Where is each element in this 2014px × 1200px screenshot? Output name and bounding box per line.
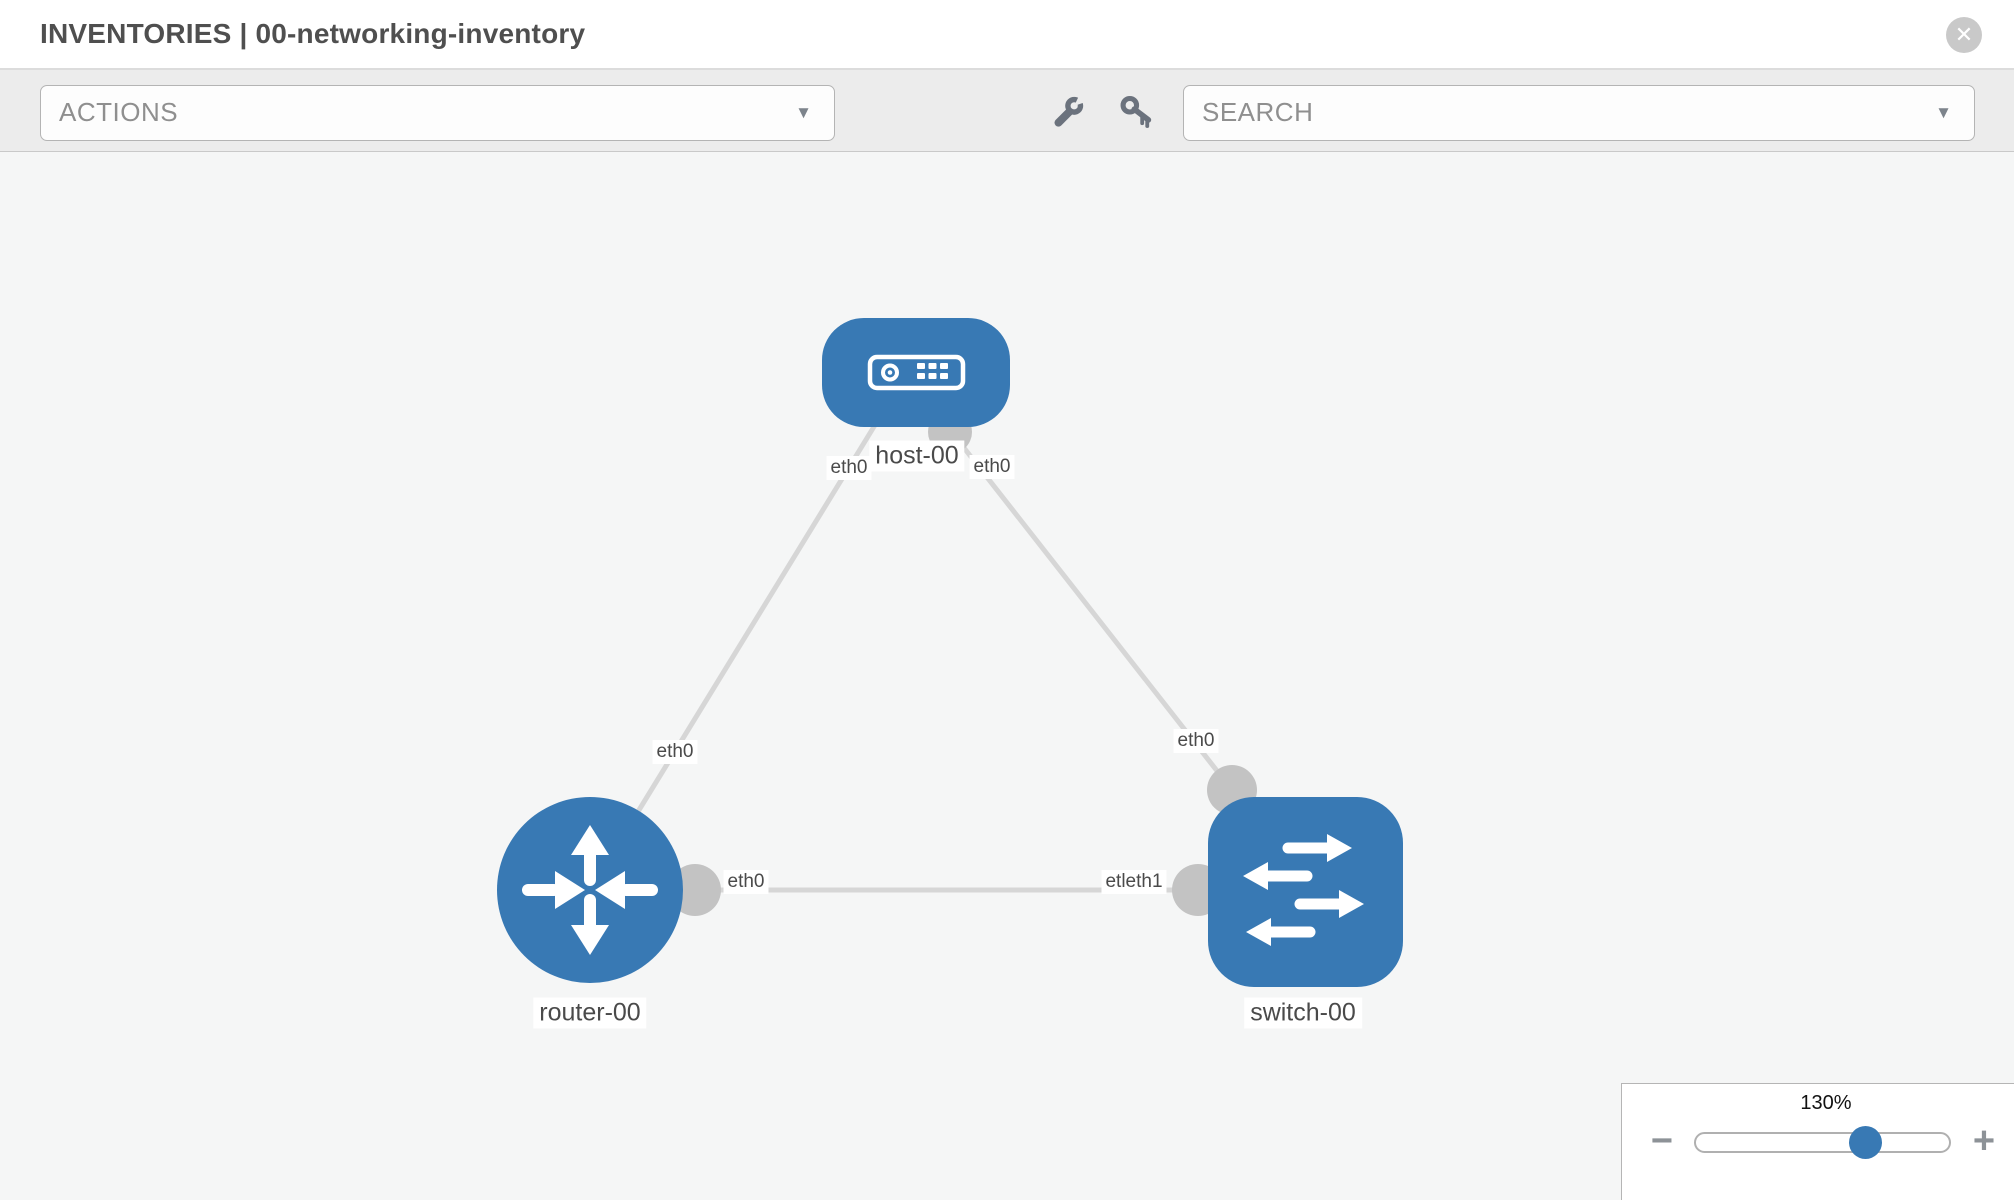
page-title: INVENTORIES | 00-networking-inventory bbox=[40, 18, 586, 49]
node-label-host: host-00 bbox=[869, 440, 965, 472]
search-dropdown[interactable]: SEARCH ▼ bbox=[1183, 85, 1975, 141]
zoom-out-button[interactable]: − bbox=[1650, 1120, 1674, 1162]
zoom-level-value: 130% bbox=[1800, 1092, 1852, 1114]
interface-label-router-top: eth0 bbox=[652, 740, 698, 764]
interface-label-switch-top: eth0 bbox=[1173, 729, 1219, 753]
host-icon bbox=[867, 354, 966, 391]
node-host[interactable] bbox=[822, 318, 1010, 427]
toolbar: ACTIONS ▼ SEARCH ▼ bbox=[0, 70, 2014, 152]
node-label-switch: switch-00 bbox=[1244, 997, 1362, 1029]
caret-down-icon: ▼ bbox=[1935, 103, 1952, 122]
close-icon[interactable]: ✕ bbox=[1946, 17, 1982, 53]
interface-label-host-left: eth0 bbox=[826, 456, 872, 480]
node-label-router: router-00 bbox=[533, 997, 647, 1029]
search-dropdown-label: SEARCH bbox=[1202, 97, 1314, 127]
wrench-icon[interactable] bbox=[1050, 94, 1086, 130]
router-icon bbox=[522, 825, 658, 955]
zoom-slider-track[interactable] bbox=[1694, 1126, 1951, 1159]
interface-label-router-right: eth0 bbox=[723, 870, 769, 894]
caret-down-icon: ▼ bbox=[795, 103, 812, 122]
topology-canvas[interactable]: eth0 eth0 eth0 eth0 eth0 etleth1 host-00… bbox=[0, 152, 2014, 1200]
panel-header: INVENTORIES | 00-networking-inventory ✕ bbox=[0, 0, 2014, 70]
node-switch[interactable] bbox=[1208, 797, 1403, 987]
key-icon[interactable] bbox=[1118, 94, 1154, 130]
zoom-panel: 130% − + bbox=[1621, 1083, 2014, 1200]
interface-label-host-right: eth0 bbox=[969, 455, 1015, 479]
actions-dropdown[interactable]: ACTIONS ▼ bbox=[40, 85, 835, 141]
interface-label-switch-left: etleth1 bbox=[1101, 870, 1167, 894]
zoom-slider-knob[interactable] bbox=[1849, 1126, 1882, 1159]
switch-icon bbox=[1243, 834, 1364, 946]
zoom-in-button[interactable]: + bbox=[1972, 1120, 1996, 1162]
topology-svg bbox=[497, 318, 1403, 987]
actions-dropdown-label: ACTIONS bbox=[59, 97, 179, 127]
node-router[interactable] bbox=[497, 797, 683, 983]
